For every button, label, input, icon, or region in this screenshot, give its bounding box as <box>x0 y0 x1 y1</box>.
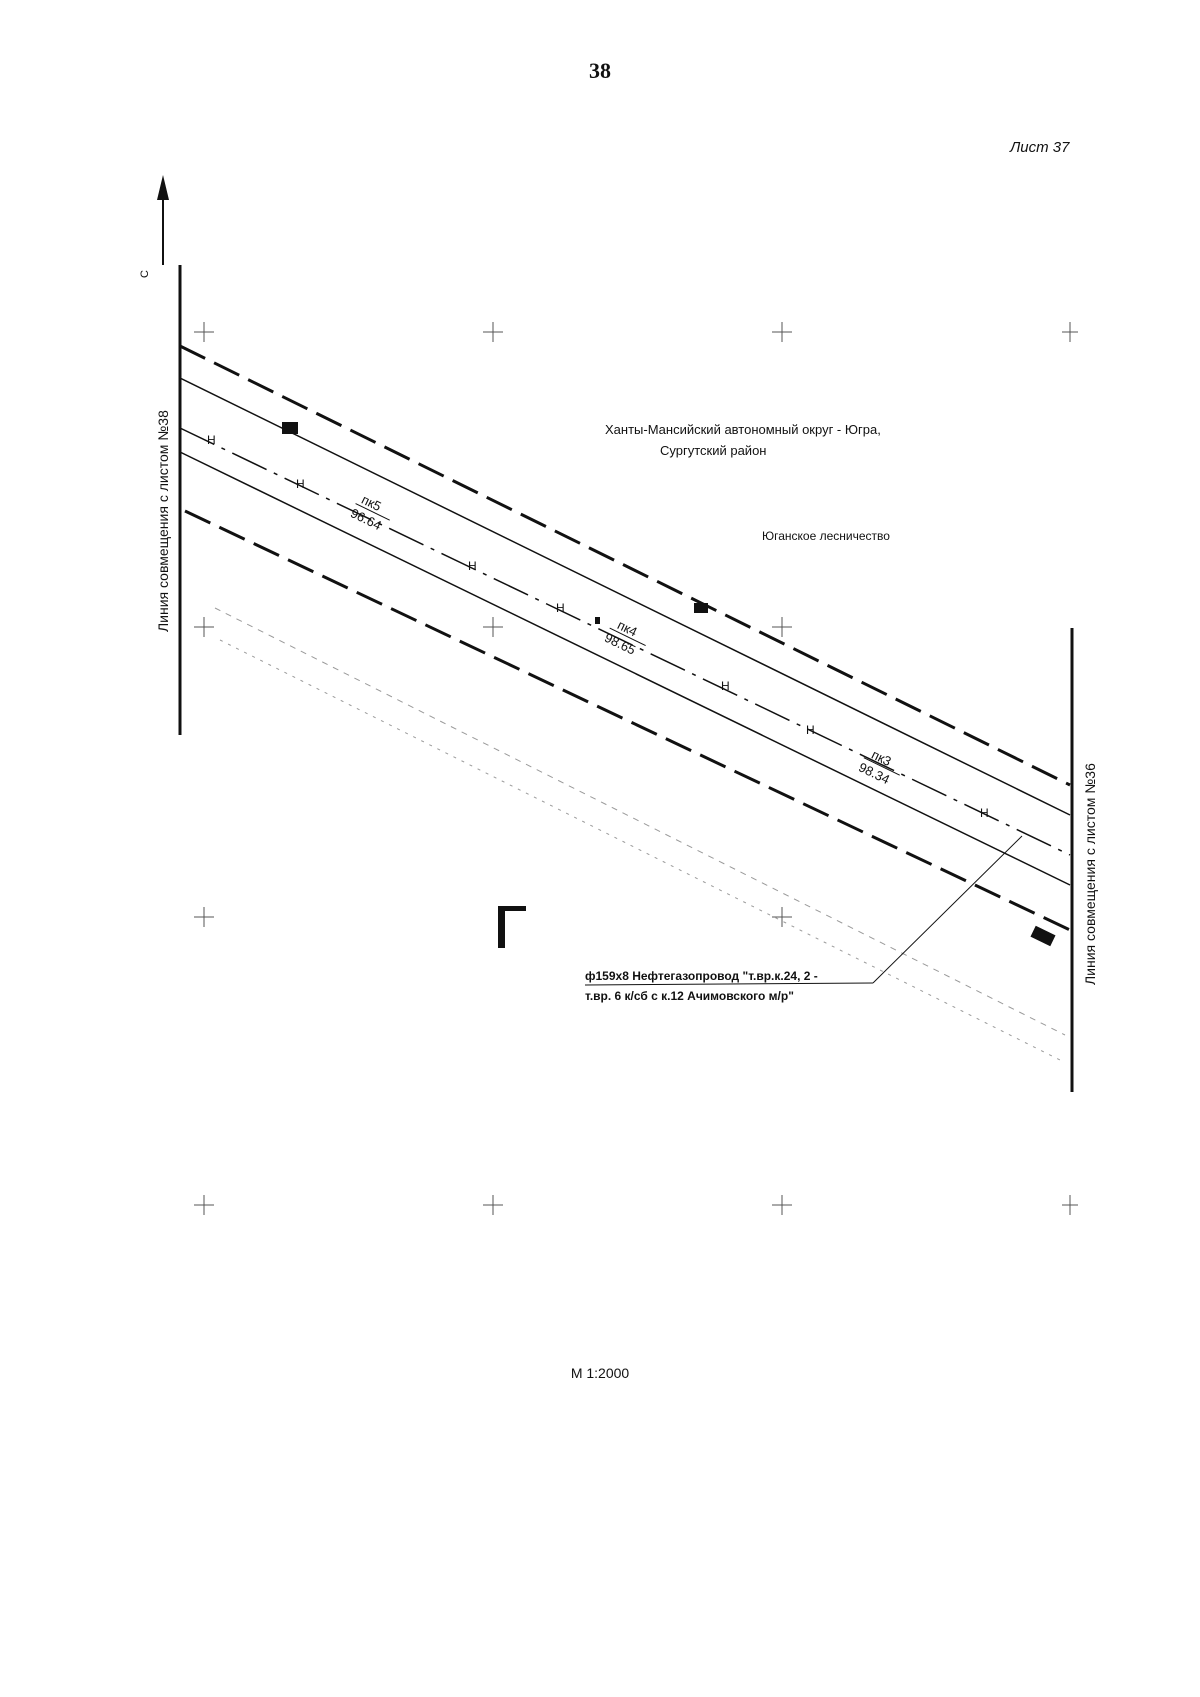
marker-symbol <box>595 617 600 624</box>
axis-marker: Н <box>207 433 216 447</box>
pipeline-label-line-1: ф159х8 Нефтегазопровод "т.вр.к.24, 2 - <box>585 969 818 983</box>
marker-symbol <box>694 603 708 613</box>
axis-marker: Н <box>296 477 305 491</box>
grid-cross <box>772 617 792 637</box>
north-arrow-head <box>157 175 169 200</box>
region-line-1: Ханты-Мансийский автономный округ - Югра… <box>605 422 881 437</box>
corridor-upper-boundary <box>179 344 1071 787</box>
grid-cross <box>194 322 214 342</box>
grid-cross <box>194 617 214 637</box>
grid-cross <box>483 1195 503 1215</box>
marker-symbol <box>1030 925 1056 947</box>
marker-symbol <box>282 422 298 434</box>
picket-pk4: пк4 98.65 <box>602 617 646 658</box>
grid-cross <box>483 322 503 342</box>
forestry-label: Юганское лесничество <box>762 529 890 543</box>
grid-cross <box>1062 1195 1078 1215</box>
grid-cross <box>194 1195 214 1215</box>
match-line-right-label: Линия совмещения с листом №36 <box>1082 763 1098 985</box>
north-arrow: С <box>139 175 169 278</box>
pipeline-underline <box>584 982 874 986</box>
grid-cross <box>483 617 503 637</box>
scale-label: М 1:2000 <box>570 1365 630 1381</box>
north-label: С <box>139 270 151 278</box>
grid-cross <box>772 322 792 342</box>
grid-cross <box>772 907 792 927</box>
axis-marker: Н <box>556 601 565 615</box>
axis-markers: Н Н Н Н Н Н Н <box>207 433 989 820</box>
faint-line-1 <box>214 607 1066 1036</box>
grid-cross <box>194 907 214 927</box>
corridor-line-1 <box>179 377 1071 816</box>
corridor-lower-boundary <box>184 509 1071 932</box>
page-number: 38 <box>589 58 611 83</box>
axis-marker: Н <box>806 723 815 737</box>
sheet-label: Лист 37 <box>1010 139 1070 156</box>
axis-marker: Н <box>721 679 730 693</box>
match-line-left-label: Линия совмещения с листом №38 <box>155 410 171 632</box>
grid-cross <box>772 1195 792 1215</box>
corridor-lines <box>179 344 1071 1061</box>
region-line-2: Сургутский район <box>660 443 766 458</box>
bracket-symbol <box>498 906 526 948</box>
corridor-line-2 <box>179 451 1071 886</box>
axis-marker: Н <box>980 806 989 820</box>
picket-pk3: пк3 98.34 <box>856 747 900 787</box>
faint-line-2 <box>219 639 1061 1061</box>
axis-marker: Н <box>468 559 477 573</box>
pipeline-label-line-2: т.вр. 6 к/сб с к.12 Ачимовского м/р" <box>585 989 794 1003</box>
pipeline-leader-line <box>872 835 1023 984</box>
grid-cross <box>1062 322 1078 342</box>
grid-crosses <box>194 322 1078 1215</box>
pipeline-axis <box>179 427 1071 856</box>
